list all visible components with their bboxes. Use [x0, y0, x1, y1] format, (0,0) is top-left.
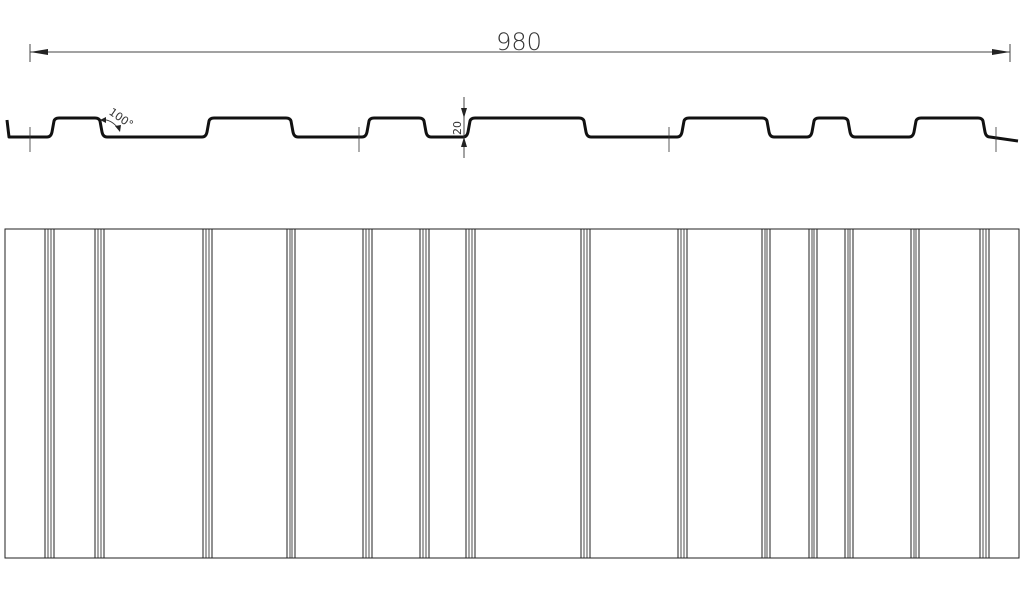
angle-arrow — [100, 117, 106, 123]
profile-outline — [5, 116, 1019, 143]
sheet-rib-lines — [44, 229, 990, 558]
sheet-plan-view — [4, 228, 1020, 559]
rib-height-label: 20 — [451, 121, 464, 135]
sheet-outline — [4, 228, 1020, 559]
overall-width-dimension: 980 — [29, 28, 1011, 62]
height-arrow-top — [461, 108, 467, 118]
width-arrow-left — [30, 49, 48, 55]
rib-angle-annotation: 100° — [99, 105, 136, 132]
rib-height-annotation: 20 — [451, 97, 467, 158]
angle-arrow-end — [115, 125, 121, 132]
overall-width-label: 980 — [496, 28, 542, 56]
profile-cross-section — [5, 116, 1019, 152]
rib-angle-label: 100° — [106, 105, 135, 131]
width-arrow-right — [992, 49, 1010, 55]
height-arrow-bottom — [461, 137, 467, 147]
